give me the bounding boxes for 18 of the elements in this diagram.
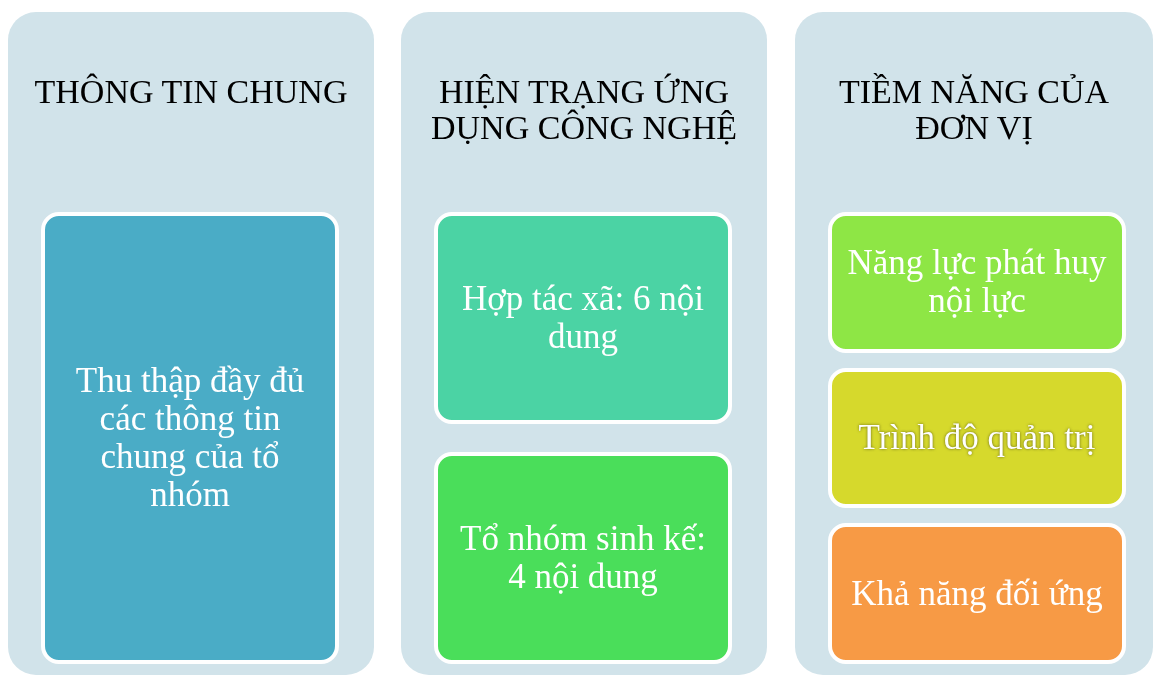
- content-box: [434, 452, 732, 664]
- column-heading: TIỀM NĂNG CỦA ĐƠN VỊ: [837, 74, 1111, 146]
- box-text: Khả năng đối ứng: [850, 574, 1104, 613]
- box-text: Trình độ quản trị: [857, 419, 1097, 457]
- column-heading: THÔNG TIN CHUNG: [33, 74, 349, 110]
- box-text: Thu thập đầy đủ các thông tin chung của tổ nhóm: [74, 362, 306, 514]
- content-box: [41, 212, 339, 664]
- column-panel: [8, 12, 374, 675]
- content-box: [828, 523, 1126, 664]
- box-text: Hợp tác xã: 6 nội dung: [460, 280, 706, 356]
- content-box: [828, 367, 1126, 509]
- column-heading: HIỆN TRẠNG ỨNG DỤNG CÔNG NGHỆ: [430, 74, 738, 146]
- content-box: [828, 212, 1126, 353]
- column-panel: [795, 12, 1153, 675]
- box-text: Năng lực phát huy nội lực: [846, 244, 1108, 321]
- box-text: Tổ nhóm sinh kế: 4 nội dung: [459, 520, 707, 596]
- content-box: [434, 212, 732, 424]
- column-panel: [401, 12, 767, 675]
